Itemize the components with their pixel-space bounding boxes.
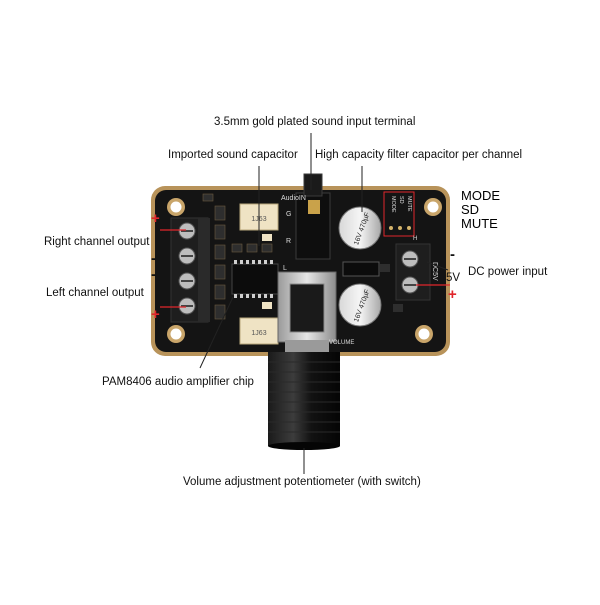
sign-right-minus: - bbox=[151, 250, 156, 267]
output-terminal-block bbox=[170, 217, 210, 323]
sign-left-minus: - bbox=[151, 266, 156, 283]
silk-dc5v: DC5V bbox=[431, 262, 438, 281]
label-left-output: Left channel output bbox=[46, 287, 144, 299]
label-amp-chip: PAM8406 audio amplifier chip bbox=[102, 376, 254, 388]
cap-bottom-text: 1J63 bbox=[251, 330, 266, 337]
audio-jack: AudioIN G R bbox=[281, 173, 331, 260]
silk-r: R bbox=[286, 238, 291, 245]
label-input-terminal: 3.5mm gold plated sound input terminal bbox=[214, 116, 416, 128]
silk-l: L bbox=[283, 265, 287, 272]
label-dc-power: DC power input bbox=[468, 266, 548, 278]
label-filter-capacitor: High capacity filter capacitor per chann… bbox=[315, 149, 523, 161]
leader-lines bbox=[199, 133, 449, 474]
silk-g: G bbox=[286, 211, 291, 218]
silk-volume: VOLUME bbox=[329, 340, 354, 346]
output-red-lines bbox=[160, 229, 450, 308]
pin-label-mute: MUTE bbox=[461, 216, 498, 231]
smd-components bbox=[202, 193, 273, 320]
volume-potentiometer: VOLUME L bbox=[277, 265, 354, 354]
silk-sd: SD bbox=[398, 196, 404, 204]
mode-header: MODE SD MUTE H bbox=[383, 191, 417, 242]
leader-amp-chip bbox=[199, 296, 234, 369]
audio-in-silk: AudioIN bbox=[281, 195, 306, 202]
silk-h: H bbox=[413, 236, 417, 242]
sign-right-plus: + bbox=[151, 210, 160, 227]
leader-dc-power bbox=[426, 261, 449, 271]
silk-mute: MUTE bbox=[406, 196, 412, 212]
amplifier-chip bbox=[231, 260, 279, 298]
label-sound-capacitor: Imported sound capacitor bbox=[168, 149, 298, 161]
sign-left-plus: + bbox=[151, 306, 160, 323]
sign-power-plus: + bbox=[448, 286, 457, 303]
silk-mode: MODE bbox=[390, 196, 396, 213]
sign-power-minus: - bbox=[450, 246, 455, 263]
pin-label-mode: MODE bbox=[461, 188, 500, 203]
filter-capacitors: 16V 470µF 16V 470µF bbox=[338, 206, 403, 327]
label-potentiometer: Volume adjustment potentiometer (with sw… bbox=[183, 476, 421, 488]
pin-label-sd: SD bbox=[461, 202, 480, 217]
power-terminal-block: DC5V bbox=[395, 243, 438, 301]
potentiometer-knob bbox=[268, 352, 340, 450]
mounting-holes bbox=[167, 198, 442, 343]
voltage-label: 5V bbox=[446, 272, 461, 284]
label-right-output: Right channel output bbox=[44, 236, 150, 248]
